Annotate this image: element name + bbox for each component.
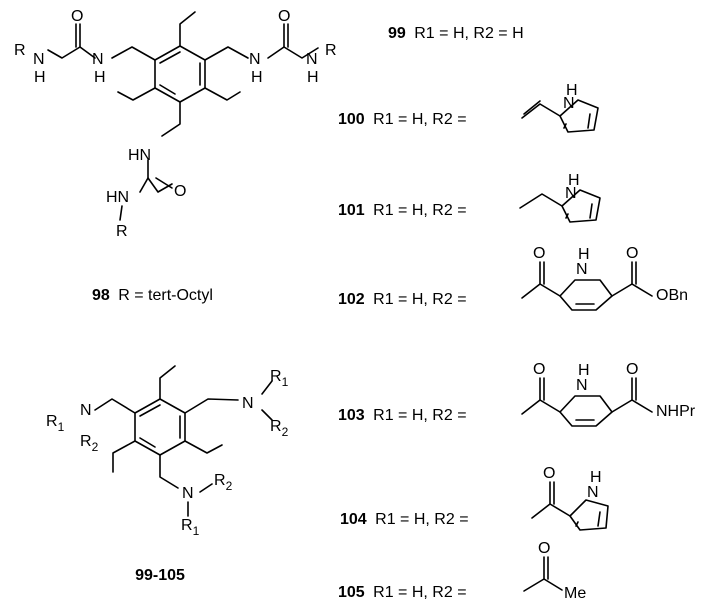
label-O: O — [538, 540, 550, 557]
compound-98-caption: 98 R = tert-Octyl — [92, 287, 213, 304]
label-R: R — [325, 42, 337, 59]
label-O: O — [533, 245, 545, 262]
label-N: N — [92, 51, 104, 68]
label-O: O — [543, 465, 555, 482]
entry-100: 100 R1 = H, R2 = — [338, 111, 467, 128]
compound-99-105-caption: 99-105 — [135, 567, 185, 584]
label-NHPr: NHPr — [656, 403, 696, 420]
compound-98-structure: R N H O N H N H O N H R HN O HN R — [14, 8, 337, 240]
label-H: H — [94, 69, 106, 86]
entry-100-structure: H N — [521, 82, 599, 133]
entry-101-structure: H N — [519, 172, 601, 223]
label-H: H — [307, 69, 319, 86]
label-R1: R1 — [270, 368, 289, 389]
label-N: N — [33, 51, 45, 68]
label-R2: R2 — [214, 472, 233, 493]
compound-98-desc: R = tert-Octyl — [118, 287, 213, 304]
entry-99: 99 R1 = H, R2 = H — [388, 25, 524, 42]
label-NH-H: H — [566, 82, 578, 99]
compound-99-105-structure: R1 N R2 R1 N R2 N R2 R1 — [46, 365, 289, 538]
entry-101: 101 R1 = H, R2 = — [338, 202, 467, 219]
label-O: O — [174, 183, 186, 200]
label-R2: R2 — [270, 418, 289, 439]
label-H: H — [251, 69, 263, 86]
label-O: O — [533, 361, 545, 378]
label-OBn: OBn — [656, 287, 688, 304]
entry-104-structure: O H N — [531, 465, 609, 531]
entry-105-structure: O Me — [523, 540, 586, 602]
compound-98-id: 98 — [92, 287, 110, 304]
label-R: R — [14, 42, 26, 59]
entry-104: 104 R1 = H, R2 = — [340, 511, 469, 528]
label-NH-N: N — [587, 484, 599, 501]
label-N: N — [249, 51, 261, 68]
label-HN: HN — [106, 189, 129, 206]
label-R1: R1 — [46, 413, 65, 434]
label-NH-N: N — [563, 95, 575, 112]
label-NH-N: N — [576, 261, 588, 278]
entry-105: 105 R1 = H, R2 = — [338, 584, 467, 601]
label-O: O — [71, 8, 83, 25]
label-HN: HN — [128, 147, 151, 164]
label-NH-H: H — [568, 172, 580, 189]
label-N: N — [306, 51, 318, 68]
label-N: N — [80, 402, 92, 419]
label-R1: R1 — [181, 517, 200, 538]
label-NH-H: H — [590, 469, 602, 486]
entry-102-structure: O H N O OBn — [521, 245, 688, 311]
label-NH-H: H — [578, 362, 590, 379]
label-NH-H: H — [578, 246, 590, 263]
label-R: R — [116, 223, 128, 240]
label-O: O — [626, 245, 638, 262]
label-O: O — [626, 361, 638, 378]
entry-103: 103 R1 = H, R2 = — [338, 407, 467, 424]
label-H: H — [34, 69, 46, 86]
label-NH-N: N — [576, 377, 588, 394]
label-NH-N: N — [565, 185, 577, 202]
label-R2: R2 — [80, 433, 99, 454]
label-O: O — [278, 8, 290, 25]
label-N: N — [182, 485, 194, 502]
entry-102: 102 R1 = H, R2 = — [338, 291, 467, 308]
entry-103-structure: O H N O NHPr — [521, 361, 696, 427]
label-Me: Me — [564, 585, 586, 602]
label-N: N — [242, 395, 254, 412]
